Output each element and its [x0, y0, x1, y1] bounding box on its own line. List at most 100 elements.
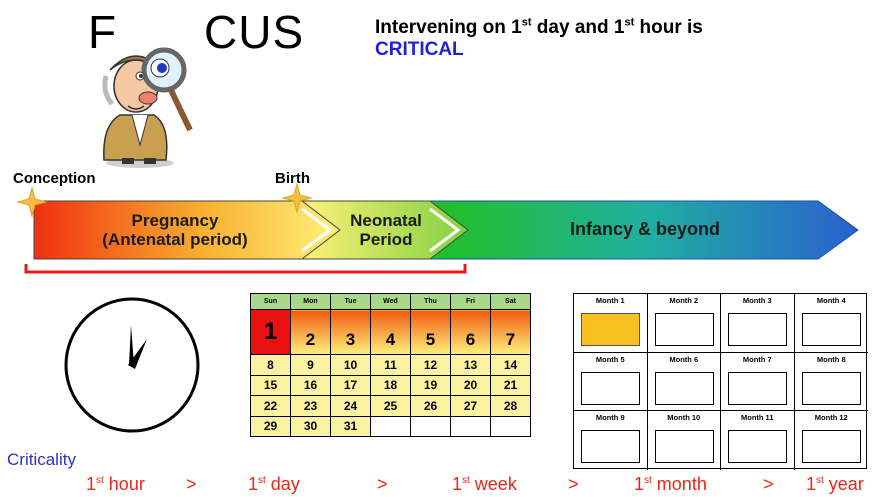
month-cell: Month 12 — [795, 411, 869, 470]
label-conception: Conception — [13, 170, 96, 187]
scale-day: 1st day — [248, 474, 300, 494]
calendar-day: 27 — [450, 395, 491, 417]
neonatal-arrow-inner — [429, 207, 461, 253]
month-cell: Month 10 — [648, 411, 721, 471]
scale-separator: > — [186, 474, 197, 494]
calendar-day: 25 — [370, 395, 411, 417]
clock-icon — [64, 297, 200, 433]
calendar-week: 22 23 24 25 26 27 28 — [250, 395, 531, 417]
calendar-day: 12 — [410, 354, 451, 376]
month-cell: Month 9 — [574, 411, 648, 471]
calendar-day: 6 — [450, 309, 491, 355]
calendar-header: Sun — [250, 293, 291, 310]
title-part-1: F — [88, 6, 118, 58]
calendar-day: 22 — [250, 395, 291, 417]
month-cell: Month 2 — [647, 294, 721, 353]
calendar-day: 31 — [330, 415, 371, 437]
calendar-day: 9 — [290, 354, 331, 376]
month-cell: Month 4 — [794, 294, 868, 353]
title-part-2: CUS — [204, 6, 305, 58]
month-box — [654, 430, 714, 464]
phase-infancy: Infancy & beyond — [569, 219, 721, 239]
calendar-day: 3 — [330, 309, 371, 355]
detective-cartoon-icon — [102, 47, 193, 168]
month-cell: Month 5 — [574, 352, 648, 412]
calendar-day-empty — [370, 415, 411, 437]
calendar-day: 5 — [410, 309, 451, 355]
calendar-day: 15 — [250, 374, 291, 396]
critical-bracket — [24, 264, 467, 274]
calendar-week: 29 30 31 — [250, 415, 531, 437]
headline-critical: CRITICAL — [375, 39, 464, 61]
scale-separator: > — [377, 474, 388, 494]
month-box — [654, 371, 714, 405]
scale-hour: 1st hour — [86, 474, 145, 494]
month-cell: Month 8 — [794, 353, 868, 412]
calendar-week: 15 16 17 18 19 20 21 — [250, 374, 531, 396]
calendar-day: 19 — [410, 374, 451, 396]
calendar-day: 23 — [290, 395, 331, 417]
calendar-header: Mon — [290, 293, 331, 310]
months-grid: Month 1 Month 2 Month 3 Month 4 Month 5 … — [573, 293, 869, 471]
headline: Intervening on 1st day and 1st hour is C… — [375, 12, 703, 61]
month-cell: Month 1 — [574, 294, 648, 353]
calendar-day: 29 — [250, 415, 291, 437]
calendar-day: 30 — [290, 415, 331, 437]
calendar-week: 8 9 10 11 12 13 14 — [250, 354, 531, 376]
calendar-day-empty — [490, 415, 531, 437]
month-box — [801, 371, 861, 405]
calendar-day: 4 — [370, 309, 411, 355]
phase-pregnancy: Pregnancy (Antenatal period) — [102, 211, 248, 249]
phase-neonatal: Neonatal Period — [350, 211, 422, 249]
month-box — [581, 371, 640, 405]
calendar-day: 7 — [490, 309, 531, 355]
calendar-day: 20 — [450, 374, 491, 396]
scale-year: 1st year — [806, 474, 864, 494]
calendar-day: 21 — [490, 374, 531, 396]
criticality-label: Criticality — [7, 450, 76, 469]
calendar-day: 1 — [250, 309, 291, 355]
calendar-day: 18 — [370, 374, 411, 396]
month-box — [801, 430, 861, 464]
month-cell: Month 6 — [647, 352, 721, 412]
calendar-week: 1 2 3 4 5 6 7 — [250, 309, 531, 355]
calendar-header: Tue — [330, 293, 371, 310]
calendar-header: Fri — [450, 293, 491, 310]
calendar-day: 26 — [410, 395, 451, 417]
label-birth: Birth — [275, 170, 310, 187]
month-box-highlighted — [581, 313, 640, 346]
calendar-header: Wed — [370, 293, 411, 310]
calendar-day: 17 — [330, 374, 371, 396]
month-box — [728, 371, 787, 405]
pregnancy-arrow — [33, 200, 341, 260]
star-conception-icon — [16, 186, 48, 218]
headline-line1: Intervening on 1st day and 1st hour is — [375, 17, 703, 39]
month-box — [654, 313, 714, 346]
calendar-day: 2 — [290, 309, 331, 355]
calendar-header-row: Sun Mon Tue Wed Thu Fri Sat — [250, 293, 531, 310]
calendar-day-empty — [450, 415, 491, 437]
calendar-day: 11 — [370, 354, 411, 376]
calendar-day: 16 — [290, 374, 331, 396]
calendar-header: Thu — [410, 293, 451, 310]
calendar-header: Sat — [490, 293, 531, 310]
calendar-day: 14 — [490, 354, 531, 376]
calendar-day: 8 — [250, 354, 291, 376]
month-box — [581, 430, 640, 464]
month-cell: Month 11 — [721, 411, 795, 471]
calendar-day: 13 — [450, 354, 491, 376]
scale-separator: > — [763, 474, 774, 494]
calendar-day-empty — [410, 415, 451, 437]
pregnancy-arrow-inner — [301, 207, 333, 253]
month-box — [801, 313, 861, 346]
calendar-day: 24 — [330, 395, 371, 417]
scale-week: 1st week — [452, 474, 517, 494]
scale-separator: > — [568, 474, 579, 494]
month-cell: Month 7 — [721, 352, 795, 412]
month-cell: Month 3 — [721, 294, 795, 353]
month-box — [728, 313, 787, 346]
calendar-month: Sun Mon Tue Wed Thu Fri Sat 1 2 3 4 5 6 … — [250, 293, 531, 437]
calendar-day: 10 — [330, 354, 371, 376]
star-birth-icon — [281, 182, 313, 214]
